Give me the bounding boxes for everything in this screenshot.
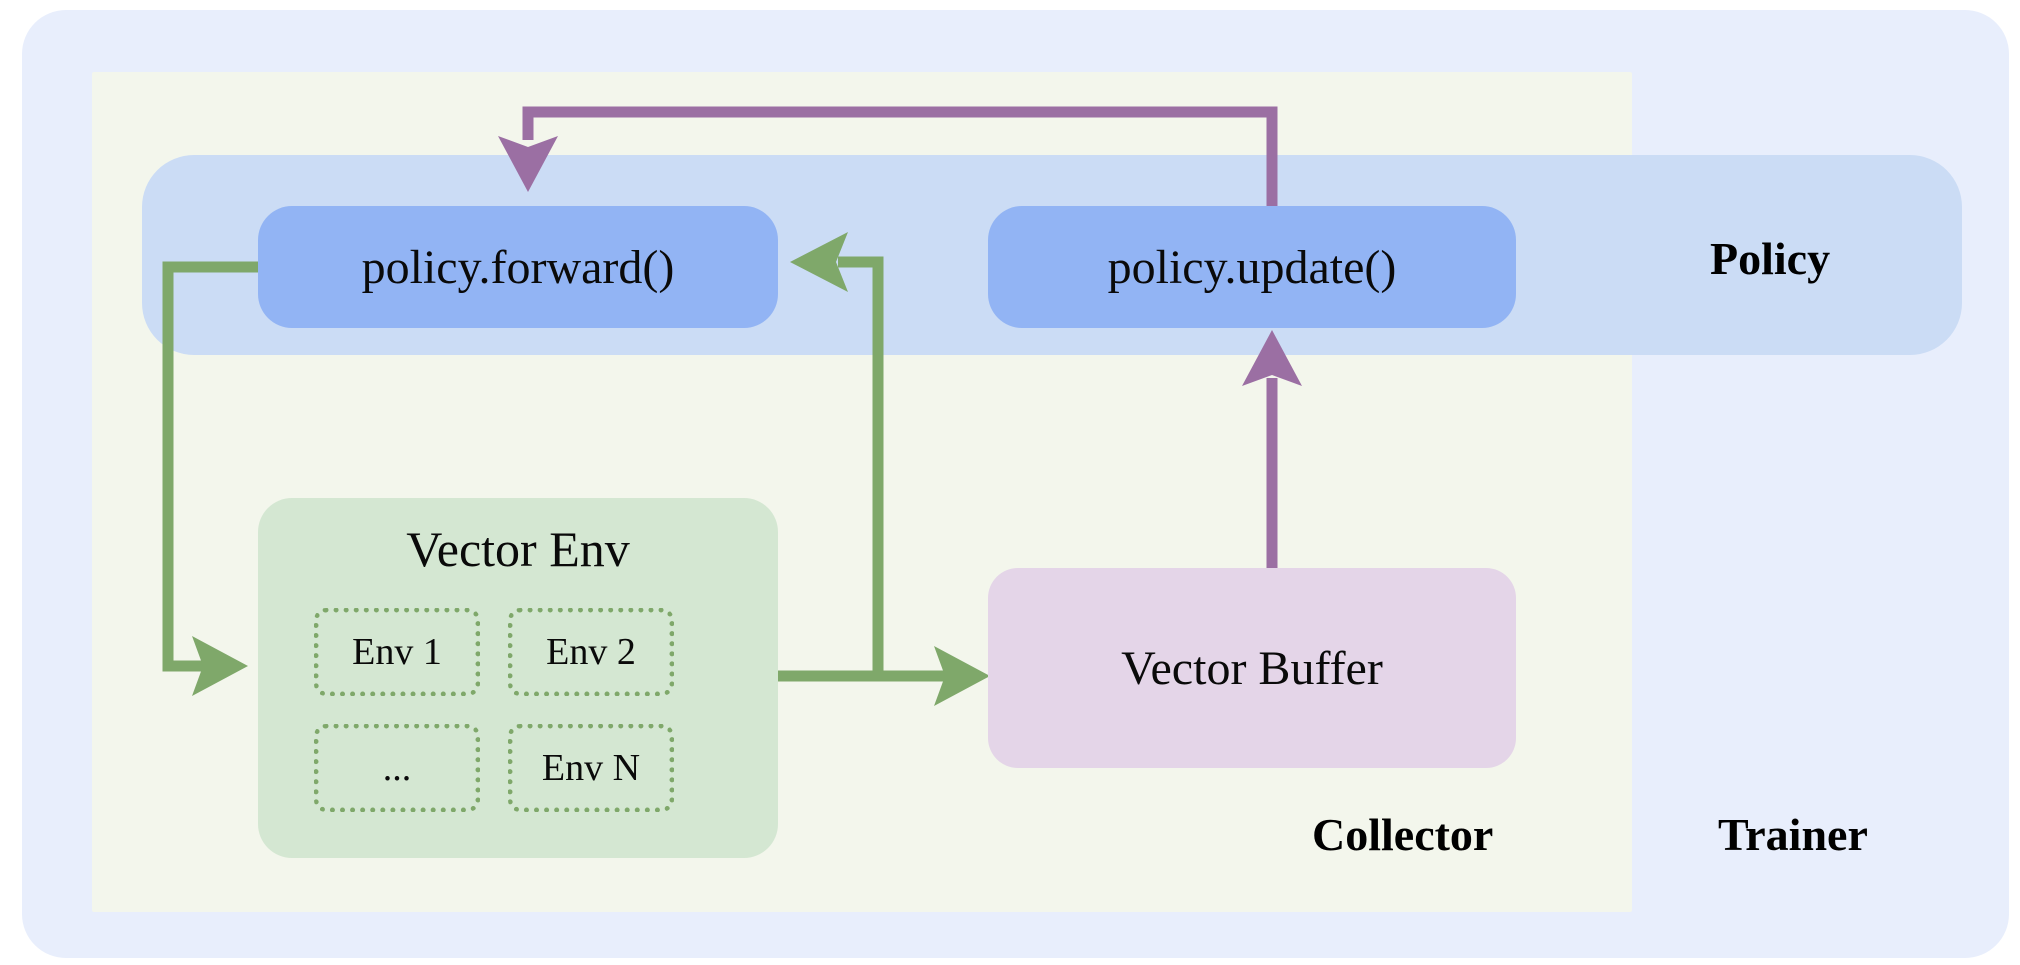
vector-env-title: Vector Env — [406, 521, 630, 577]
env-cell-n[interactable]: Env N — [508, 724, 674, 812]
policy-container-label: Policy — [1710, 233, 1831, 284]
trainer-container-label: Trainer — [1718, 809, 1868, 860]
collector-container-label: Collector — [1312, 809, 1494, 860]
env-cell-2[interactable]: Env 2 — [508, 608, 674, 696]
node-policy-forward[interactable]: policy.forward() — [258, 206, 778, 328]
node-vector-env[interactable]: Vector Env Env 1 Env 2 ... Env N — [258, 498, 778, 858]
env-grid: Env 1 Env 2 ... Env N — [314, 608, 724, 812]
env-cell-ellipsis[interactable]: ... — [314, 724, 480, 812]
node-vector-buffer[interactable]: Vector Buffer — [988, 568, 1516, 768]
node-policy-update[interactable]: policy.update() — [988, 206, 1516, 328]
env-cell-1[interactable]: Env 1 — [314, 608, 480, 696]
